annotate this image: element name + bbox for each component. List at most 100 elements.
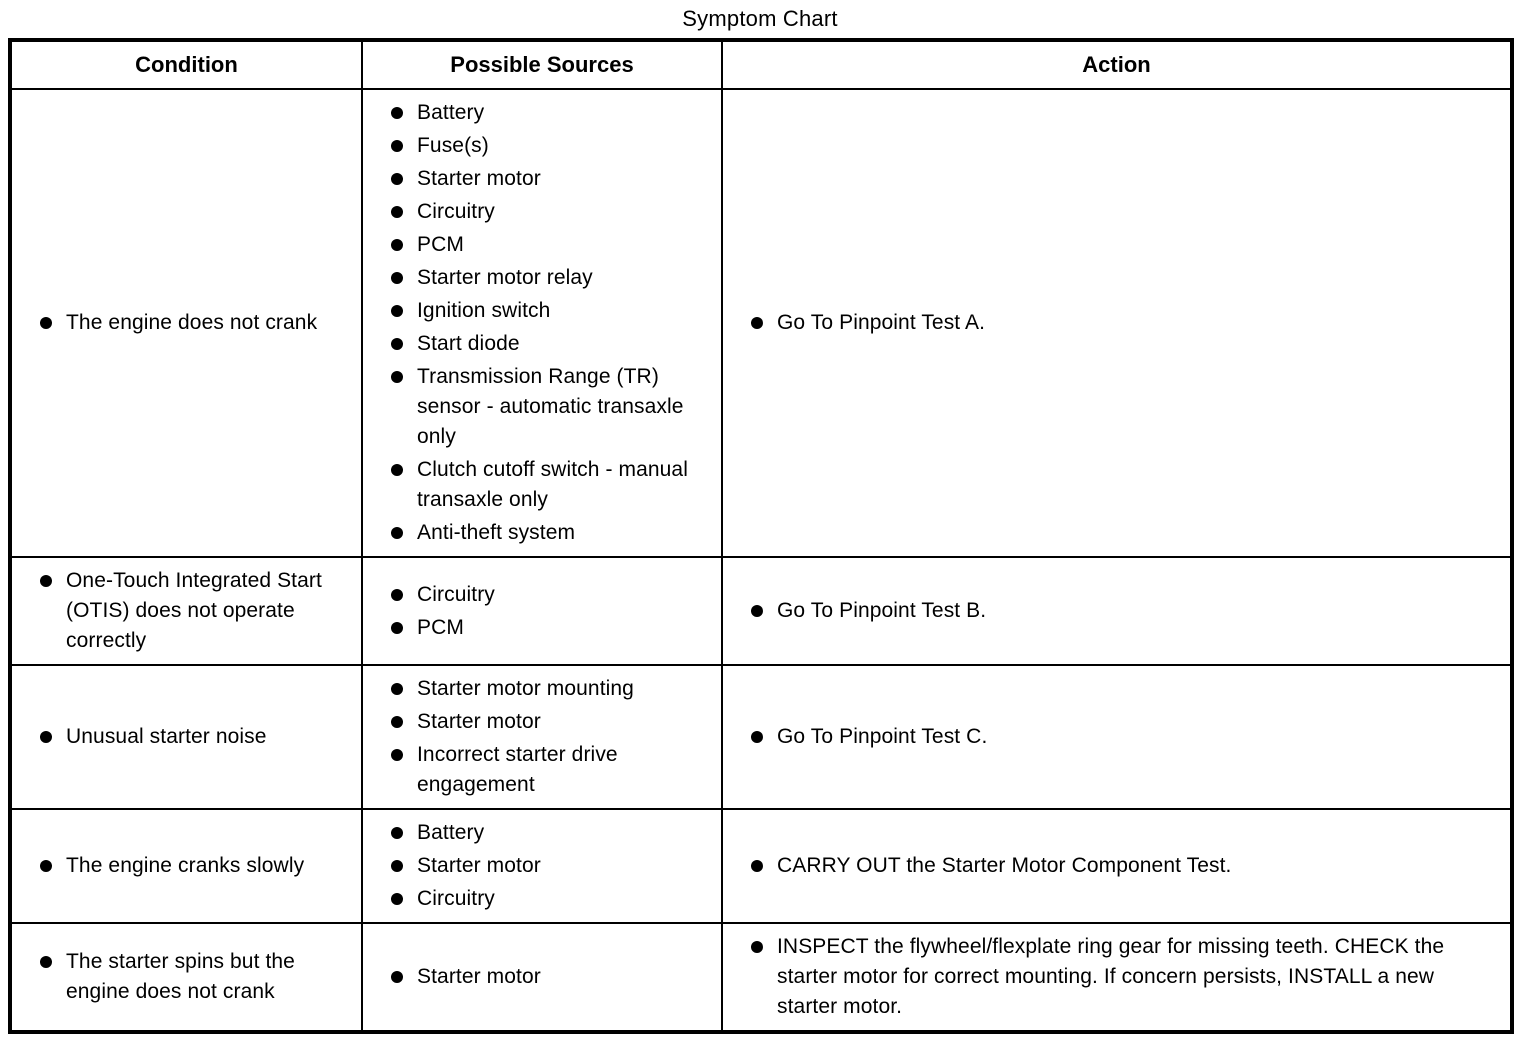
source-text: Circuitry: [417, 582, 495, 606]
bullet-icon: [751, 317, 763, 329]
action-text: CARRY OUT the Starter Motor Component Te…: [777, 854, 1232, 877]
bullet-icon: [391, 206, 403, 218]
list-item: Go To Pinpoint Test C.: [751, 722, 1504, 752]
condition-text: Unusual starter noise: [66, 725, 267, 748]
bullet-icon: [391, 464, 403, 476]
source-text: Starter motor: [417, 854, 541, 877]
source-text: Circuitry: [417, 200, 495, 223]
condition-cell: The engine cranks slowly: [9, 808, 363, 924]
list-item: Starter motor relay: [391, 263, 715, 293]
list-item: One-Touch Integrated Start (OTIS) does n…: [40, 566, 355, 656]
list-item: Start diode: [391, 329, 715, 359]
action-text: Go To Pinpoint Test C.: [777, 725, 988, 748]
bullet-icon: [391, 305, 403, 317]
list-item: Circuitry: [391, 580, 715, 610]
possible-sources-cell: Starter motor mounting Starter motor Inc…: [361, 664, 723, 810]
bullet-icon: [40, 956, 52, 968]
source-text: Starter motor: [417, 167, 541, 190]
source-text: Starter motor mounting: [417, 677, 634, 700]
action-text: Go To Pinpoint Test A.: [777, 311, 986, 334]
bullet-icon: [391, 107, 403, 119]
table-row: The engine does not crank Battery Fuse(s…: [9, 88, 1513, 558]
list-item: Battery: [391, 818, 715, 848]
bullet-icon: [391, 893, 403, 905]
source-text: Incorrect starter drive engagement: [417, 743, 618, 796]
list-item: Starter motor: [391, 707, 715, 737]
action-cell: CARRY OUT the Starter Motor Component Te…: [721, 808, 1513, 924]
source-text: Transmission Range (TR) sensor - automat…: [417, 365, 684, 448]
list-item: Circuitry: [391, 197, 715, 227]
symptom-chart-table: Condition Possible Sources Action The en…: [8, 38, 1514, 1034]
table-row: Unusual starter noise Starter motor moun…: [9, 664, 1513, 810]
bullet-icon: [391, 338, 403, 350]
table-row: One-Touch Integrated Start (OTIS) does n…: [9, 556, 1513, 666]
bullet-icon: [40, 860, 52, 872]
source-text: Clutch cutoff switch - manual transaxle …: [417, 458, 688, 511]
list-item: The engine cranks slowly: [40, 851, 355, 881]
possible-sources-cell: Starter motor: [361, 922, 723, 1033]
action-cell: Go To Pinpoint Test B.: [721, 556, 1513, 666]
list-item: Go To Pinpoint Test B.: [751, 596, 1504, 626]
possible-sources-cell: Battery Fuse(s) Starter motor Circuitry …: [361, 88, 723, 558]
condition-cell: Unusual starter noise: [9, 664, 363, 810]
condition-text: The engine cranks slowly: [66, 854, 305, 877]
source-text: Anti-theft system: [417, 521, 576, 544]
page-title: Symptom Chart: [682, 6, 838, 31]
list-item: The starter spins but the engine does no…: [40, 947, 355, 1007]
bullet-icon: [391, 683, 403, 695]
list-item: Go To Pinpoint Test A.: [751, 308, 1504, 338]
bullet-icon: [40, 317, 52, 329]
bullet-icon: [391, 860, 403, 872]
list-item: Starter motor mounting: [391, 674, 715, 704]
possible-sources-cell: Battery Starter motor Circuitry: [361, 808, 723, 924]
list-item: CARRY OUT the Starter Motor Component Te…: [751, 851, 1504, 881]
bullet-icon: [40, 575, 52, 587]
condition-cell: The starter spins but the engine does no…: [9, 922, 363, 1033]
list-item: Transmission Range (TR) sensor - automat…: [391, 362, 715, 452]
bullet-icon: [391, 272, 403, 284]
bullet-icon: [40, 731, 52, 743]
list-item: Clutch cutoff switch - manual transaxle …: [391, 455, 715, 515]
list-item: PCM: [391, 230, 715, 260]
bullet-icon: [391, 371, 403, 383]
list-item: Starter motor: [391, 164, 715, 194]
list-item: Battery: [391, 98, 715, 128]
list-item: Unusual starter noise: [40, 722, 355, 752]
condition-cell: One-Touch Integrated Start (OTIS) does n…: [9, 556, 363, 666]
source-text: Battery: [417, 821, 485, 844]
condition-text: The engine does not crank: [66, 311, 318, 334]
action-cell: Go To Pinpoint Test A.: [721, 88, 1513, 558]
list-item: The engine does not crank: [40, 308, 355, 338]
list-item: Anti-theft system: [391, 518, 715, 548]
action-cell: INSPECT the flywheel/flexplate ring gear…: [721, 922, 1513, 1033]
bullet-icon: [391, 140, 403, 152]
condition-text: The starter spins but the engine does no…: [66, 950, 295, 1003]
column-header-condition: Condition: [9, 39, 363, 90]
bullet-icon: [391, 971, 403, 983]
list-item: Fuse(s): [391, 131, 715, 161]
source-text: Circuitry: [417, 887, 495, 910]
source-text: PCM: [417, 615, 464, 639]
table-row: The engine cranks slowly Battery Starter…: [9, 808, 1513, 924]
action-text: Go To Pinpoint Test B.: [777, 599, 987, 622]
bullet-icon: [391, 239, 403, 251]
condition-cell: The engine does not crank: [9, 88, 363, 558]
bullet-icon: [751, 941, 763, 953]
list-item: Incorrect starter drive engagement: [391, 740, 715, 800]
list-item: Starter motor: [391, 851, 715, 881]
source-text: Starter motor: [417, 965, 541, 988]
condition-text: One-Touch Integrated Start (OTIS) does n…: [66, 569, 322, 652]
action-cell: Go To Pinpoint Test C.: [721, 664, 1513, 810]
list-item: Ignition switch: [391, 296, 715, 326]
list-item: Circuitry: [391, 884, 715, 914]
source-text: Starter motor: [417, 710, 541, 733]
bullet-icon: [751, 605, 763, 617]
bullet-icon: [391, 621, 403, 634]
bullet-icon: [391, 716, 403, 728]
bullet-icon: [751, 860, 763, 872]
bullet-icon: [751, 731, 763, 743]
source-text: PCM: [417, 233, 464, 256]
source-text: Start diode: [417, 332, 520, 355]
table-header-row: Condition Possible Sources Action: [9, 39, 1513, 90]
